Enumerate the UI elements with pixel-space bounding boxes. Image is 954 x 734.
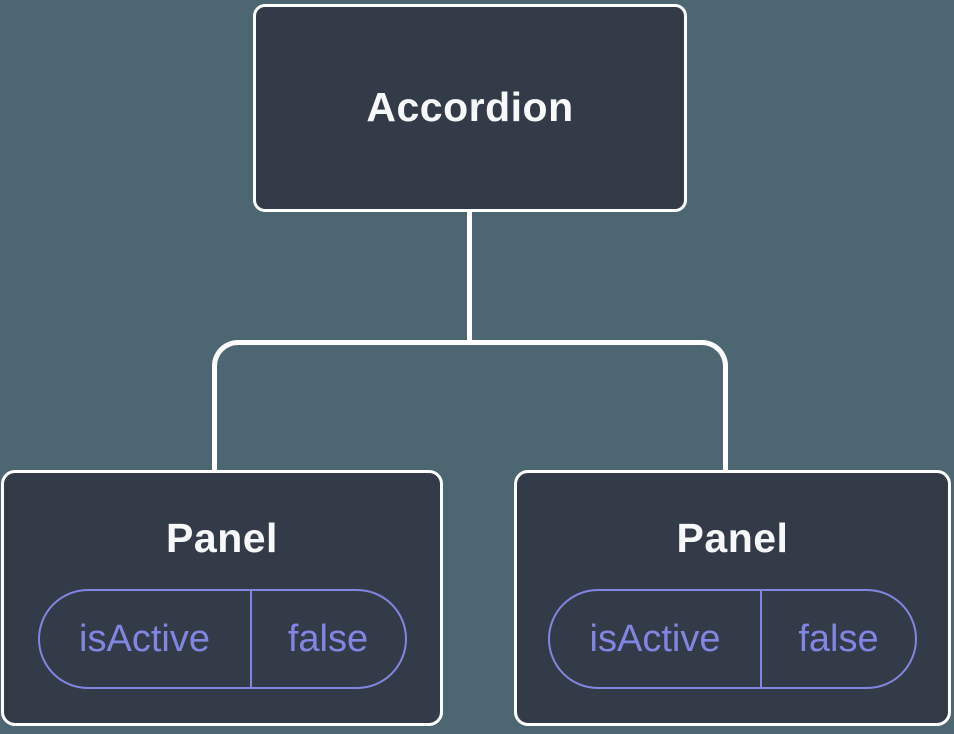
prop-pill-isactive: isActive false [37,589,407,690]
prop-pill-isactive: isActive false [548,589,917,690]
prop-value: false [798,617,879,660]
connector-trunk-line [467,210,472,343]
prop-name: isActive [550,591,762,688]
node-panel-right: Panel isActive false [514,470,951,726]
node-panel-right-label: Panel [676,515,789,561]
node-accordion-label: Accordion [366,84,574,131]
prop-value: false [287,617,369,660]
prop-name: isActive [40,591,252,688]
connector-branch-bracket [212,340,728,471]
node-panel-left: Panel isActive false [1,470,443,726]
node-accordion: Accordion [253,4,687,212]
node-panel-left-label: Panel [166,515,278,561]
